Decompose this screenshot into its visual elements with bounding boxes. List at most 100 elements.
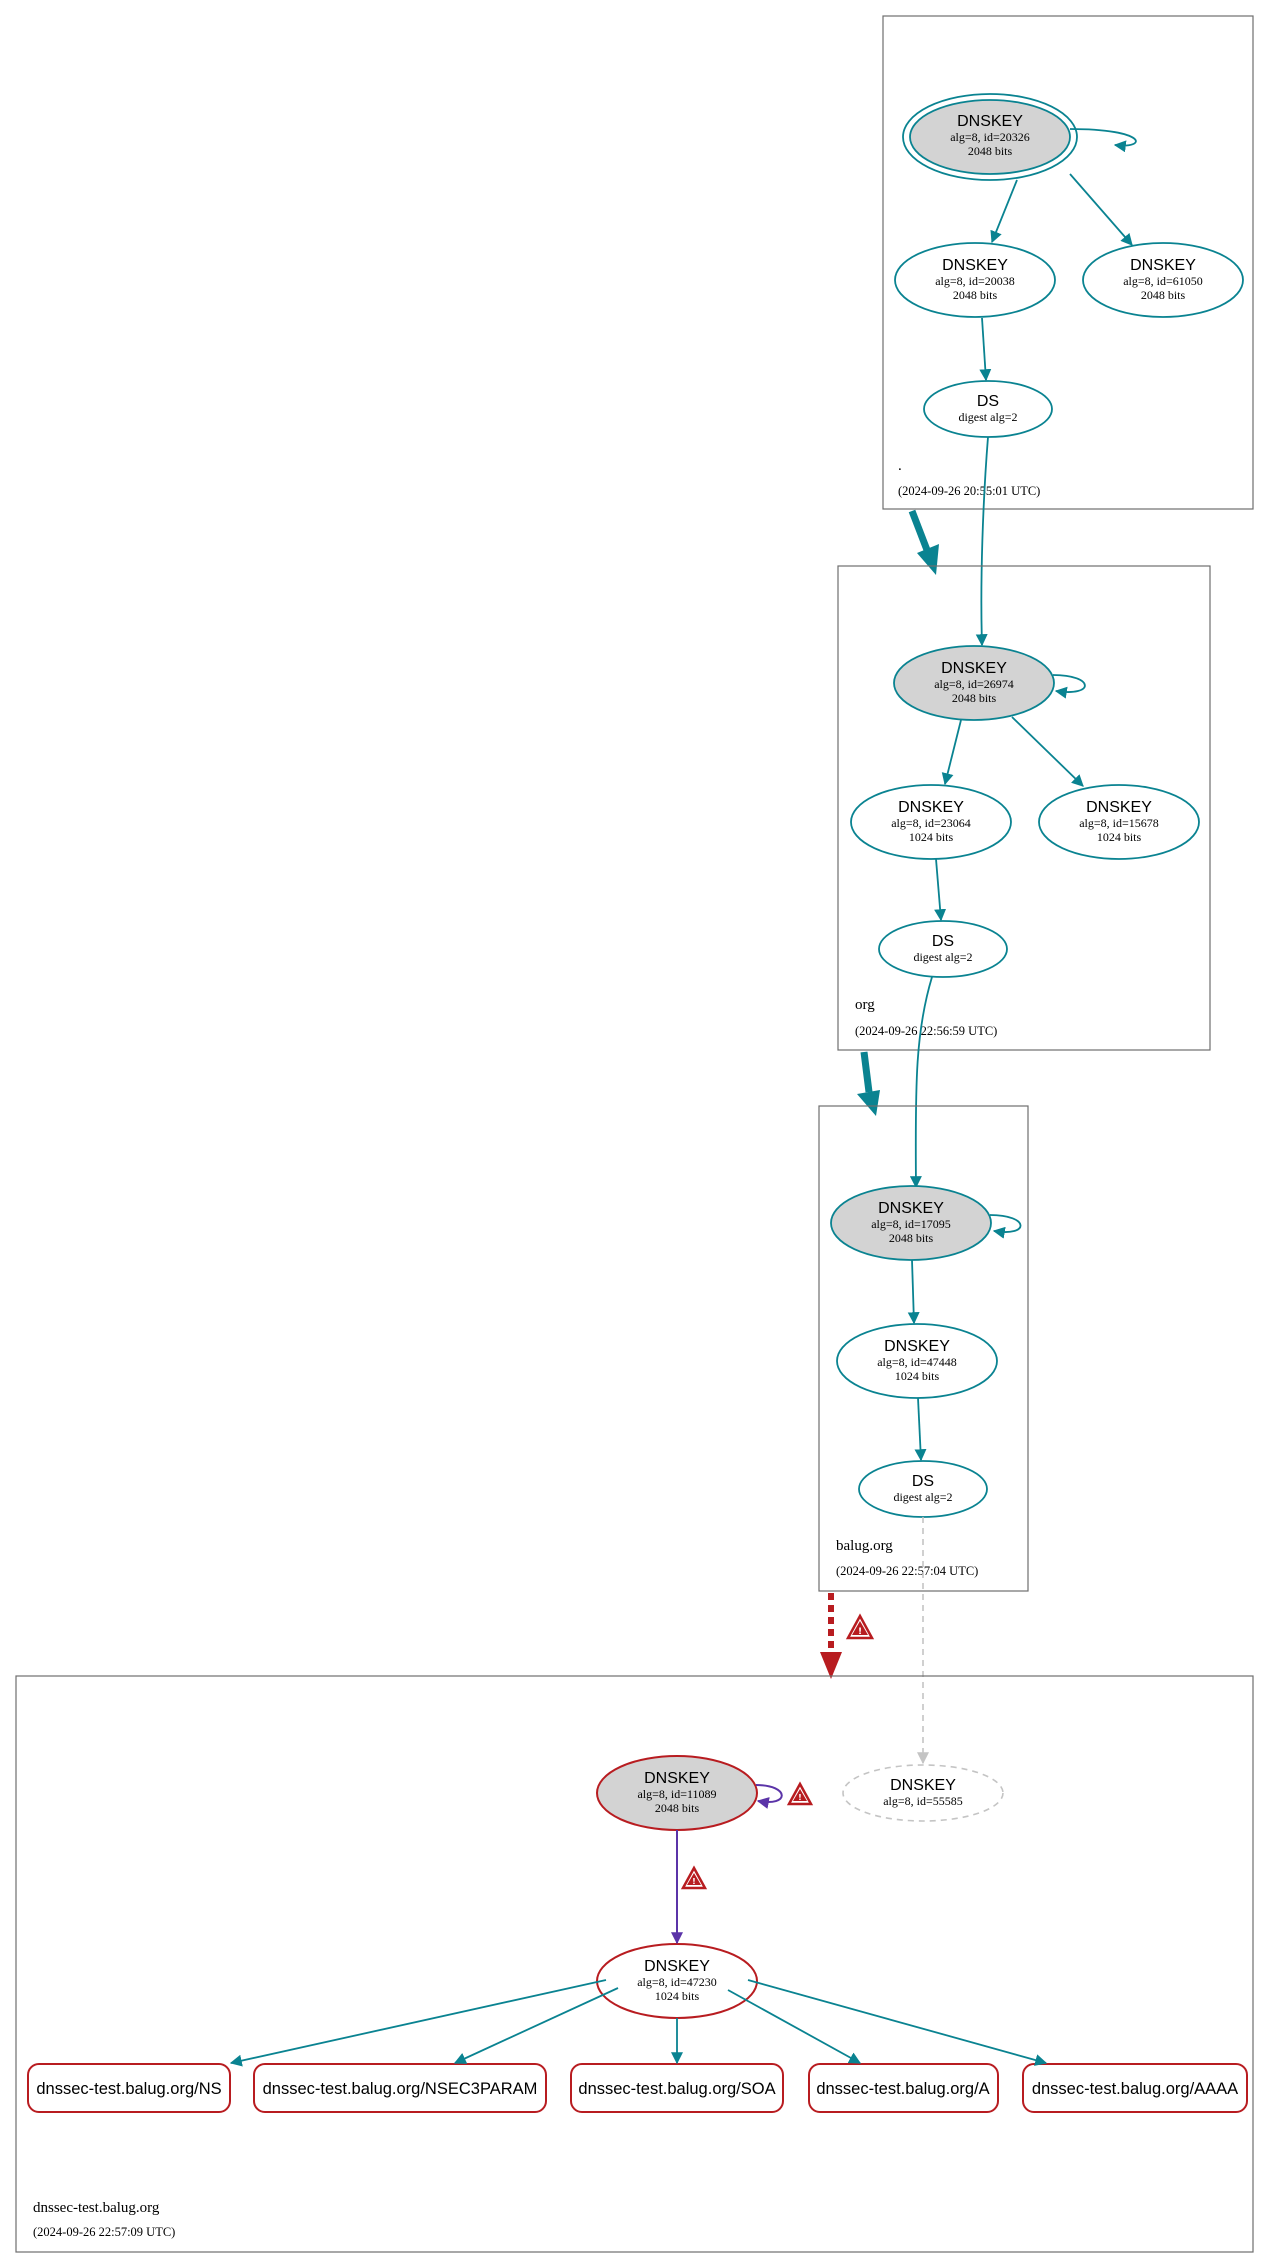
test-zsk-to-nsec3param-edge	[453, 1987, 619, 2064]
test-ksk-node[interactable]: DNSKEY alg=8, id=11089 2048 bits	[596, 1755, 758, 1831]
rrset-soa-node[interactable]: dnssec-test.balug.org/SOA	[570, 2063, 784, 2113]
org-zsk1-bits: 1024 bits	[909, 830, 954, 844]
test-zsk-to-aaaa-edge	[747, 1979, 1048, 2066]
root-org-delegation-edge	[908, 509, 931, 552]
rrset-nsec3param-node[interactable]: dnssec-test.balug.org/NSEC3PARAM	[253, 2063, 547, 2113]
rrset-ns-node[interactable]: dnssec-test.balug.org/NS	[27, 2063, 231, 2113]
org-zsk2-detail: alg=8, id=15678	[1079, 816, 1159, 830]
root-ksk-to-zsk2-edge	[1069, 173, 1133, 246]
svg-text:!: !	[692, 1877, 696, 1886]
balug-ds-detail: digest alg=2	[893, 1490, 952, 1504]
org-zsk1-detail: alg=8, id=23064	[891, 816, 971, 830]
rrset-aaaa-node[interactable]: dnssec-test.balug.org/AAAA	[1022, 2063, 1248, 2113]
test-zsk-detail: alg=8, id=47230	[637, 1975, 717, 1989]
root-org-delegation-arrowhead	[917, 544, 939, 575]
balug-test-delegation-arrowhead	[820, 1652, 842, 1679]
org-zsk2-node[interactable]: DNSKEY alg=8, id=15678 1024 bits	[1038, 784, 1200, 860]
balug-ksk-detail: alg=8, id=17095	[871, 1217, 951, 1231]
root-ksk-type: DNSKEY	[957, 113, 1023, 130]
org-balug-delegation-edge	[860, 1051, 873, 1093]
zone-root: . (2024-09-26 20:55:01 UTC) DNSKEY alg=8…	[882, 15, 1254, 510]
test-ksk-self-edge	[755, 1784, 783, 1809]
zone-org: org (2024-09-26 22:56:59 UTC) DNSKEY alg…	[837, 565, 1211, 1051]
rrset-nsec3param-label: dnssec-test.balug.org/NSEC3PARAM	[263, 2080, 538, 2098]
root-ds-to-org-ksk-edge	[975, 436, 989, 647]
root-ksk-node[interactable]: DNSKEY alg=8, id=20326 2048 bits	[902, 93, 1078, 181]
zone-balug-time: (2024-09-26 22:57:04 UTC)	[836, 1564, 978, 1578]
zone-org-name: org	[855, 997, 875, 1013]
delegation-warning-icon[interactable]: !	[845, 1613, 875, 1640]
balug-zsk-type: DNSKEY	[884, 1338, 950, 1355]
root-zsk2-detail: alg=8, id=61050	[1123, 274, 1203, 288]
org-zsk2-bits: 1024 bits	[1097, 830, 1142, 844]
zone-balug: balug.org (2024-09-26 22:57:04 UTC) DNSK…	[818, 1105, 1029, 1592]
org-ksk-node[interactable]: DNSKEY alg=8, id=26974 2048 bits	[893, 645, 1055, 721]
balug-zsk-detail: alg=8, id=47448	[877, 1355, 957, 1369]
root-zsk1-node[interactable]: DNSKEY alg=8, id=20038 2048 bits	[894, 242, 1056, 318]
org-ksk-to-zsk2-edge	[1011, 716, 1084, 787]
balug-zsk-node[interactable]: DNSKEY alg=8, id=47448 1024 bits	[836, 1323, 998, 1399]
root-ksk-self-edge	[1069, 128, 1137, 153]
org-zsk1-type: DNSKEY	[898, 799, 964, 816]
balug-ksk-to-zsk-edge	[907, 1259, 920, 1325]
test-ksk-type: DNSKEY	[644, 1770, 710, 1787]
zone-test: dnssec-test.balug.org (2024-09-26 22:57:…	[15, 1675, 1254, 2253]
rrset-a-label: dnssec-test.balug.org/A	[816, 2080, 989, 2098]
balug-zsk-to-ds-edge	[914, 1397, 927, 1462]
zone-org-time: (2024-09-26 22:56:59 UTC)	[855, 1024, 997, 1038]
org-ds-node[interactable]: DS digest alg=2	[878, 920, 1008, 978]
root-zsk2-type: DNSKEY	[1130, 257, 1196, 274]
zone-root-name: .	[898, 458, 902, 474]
test-zsk-to-ns-edge	[229, 1979, 607, 2067]
balug-ksk-type: DNSKEY	[878, 1200, 944, 1217]
org-ksk-type: DNSKEY	[941, 660, 1007, 677]
balug-ksk-node[interactable]: DNSKEY alg=8, id=17095 2048 bits	[830, 1185, 992, 1261]
rrset-a-node[interactable]: dnssec-test.balug.org/A	[808, 2063, 999, 2113]
test-ksk-zsk-warning-icon[interactable]: !	[680, 1865, 708, 1890]
root-zsk1-bits: 2048 bits	[953, 288, 998, 302]
rrset-aaaa-label: dnssec-test.balug.org/AAAA	[1032, 2080, 1238, 2098]
root-ksk-to-zsk1-edge	[990, 179, 1018, 244]
balug-ksk-bits: 2048 bits	[889, 1231, 934, 1245]
balug-zsk-bits: 1024 bits	[895, 1369, 940, 1383]
balug-ksk-self-edge	[989, 1214, 1022, 1239]
root-zsk2-bits: 2048 bits	[1141, 288, 1186, 302]
org-zsk2-type: DNSKEY	[1086, 799, 1152, 816]
test-missing-key-detail: alg=8, id=55585	[883, 1794, 963, 1808]
svg-text:!: !	[858, 1627, 862, 1637]
root-ds-node[interactable]: DS digest alg=2	[923, 380, 1053, 438]
test-missing-key-type: DNSKEY	[890, 1777, 956, 1794]
org-zsk1-node[interactable]: DNSKEY alg=8, id=23064 1024 bits	[850, 784, 1012, 860]
org-ksk-to-zsk1-edge	[941, 719, 962, 786]
test-ksk-bits: 2048 bits	[655, 1801, 700, 1815]
org-ksk-bits: 2048 bits	[952, 691, 997, 705]
org-ds-type: DS	[932, 933, 954, 950]
zone-test-time: (2024-09-26 22:57:09 UTC)	[33, 2225, 175, 2239]
test-zsk-bits: 1024 bits	[655, 1989, 700, 2003]
test-zsk-type: DNSKEY	[644, 1958, 710, 1975]
balug-ds-node[interactable]: DS digest alg=2	[858, 1460, 988, 1518]
root-ds-detail: digest alg=2	[958, 410, 1017, 424]
org-ds-detail: digest alg=2	[913, 950, 972, 964]
root-ds-type: DS	[977, 393, 999, 410]
test-zsk-to-a-edge	[727, 1989, 862, 2064]
org-ksk-detail: alg=8, id=26974	[934, 677, 1014, 691]
org-zsk1-to-ds-edge	[934, 858, 947, 922]
test-zsk-node[interactable]: DNSKEY alg=8, id=47230 1024 bits	[596, 1943, 758, 2019]
org-balug-delegation-arrowhead	[857, 1090, 880, 1116]
balug-ds-type: DS	[912, 1473, 934, 1490]
rrset-ns-label: dnssec-test.balug.org/NS	[36, 2080, 221, 2098]
root-zsk1-detail: alg=8, id=20038	[935, 274, 1015, 288]
org-ksk-self-edge	[1052, 674, 1086, 699]
test-ksk-self-warning-icon[interactable]: !	[786, 1781, 814, 1806]
test-ksk-detail: alg=8, id=11089	[637, 1787, 716, 1801]
zone-test-name: dnssec-test.balug.org	[33, 2200, 160, 2216]
zone-balug-name: balug.org	[836, 1538, 893, 1554]
root-ksk-detail: alg=8, id=20326	[950, 130, 1030, 144]
zone-root-time: (2024-09-26 20:55:01 UTC)	[898, 484, 1040, 498]
root-zsk2-node[interactable]: DNSKEY alg=8, id=61050 2048 bits	[1082, 242, 1244, 318]
rrset-soa-label: dnssec-test.balug.org/SOA	[578, 2080, 775, 2098]
org-ds-to-balug-ksk-edge	[909, 976, 933, 1189]
test-missing-key-node[interactable]: DNSKEY alg=8, id=55585	[842, 1764, 1004, 1822]
